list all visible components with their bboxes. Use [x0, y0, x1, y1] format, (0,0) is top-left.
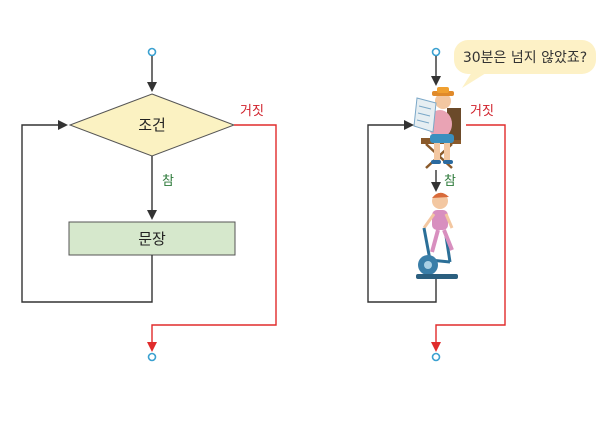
right-true-label: 참 [444, 174, 456, 189]
right-false-path [431, 124, 506, 352]
statement-box [68, 221, 236, 256]
left-false-path [147, 124, 277, 352]
speech-bubble-text: 30분은 넘지 않았죠? [463, 50, 587, 66]
exercise-bike-illustration [416, 192, 458, 279]
left-flowchart: 조건 참 문장 거짓 [21, 47, 277, 362]
speech-bubble: 30분은 넘지 않았죠? [454, 40, 596, 88]
right-flowchart: 30분은 넘지 않았죠? 참 [367, 40, 596, 362]
right-false-label: 거짓 [470, 104, 494, 119]
right-loop-back-path [367, 120, 437, 303]
left-true-label: 참 [162, 174, 174, 189]
statement-label: 문장 [138, 230, 166, 248]
right-start-node [431, 47, 441, 57]
left-end-node [147, 352, 157, 362]
left-false-label: 거짓 [240, 104, 264, 119]
reading-woman-illustration [413, 87, 461, 169]
left-start-node [147, 47, 157, 57]
left-loop-back-path [21, 120, 153, 303]
right-end-node [431, 352, 441, 362]
condition-label: 조건 [138, 116, 166, 134]
